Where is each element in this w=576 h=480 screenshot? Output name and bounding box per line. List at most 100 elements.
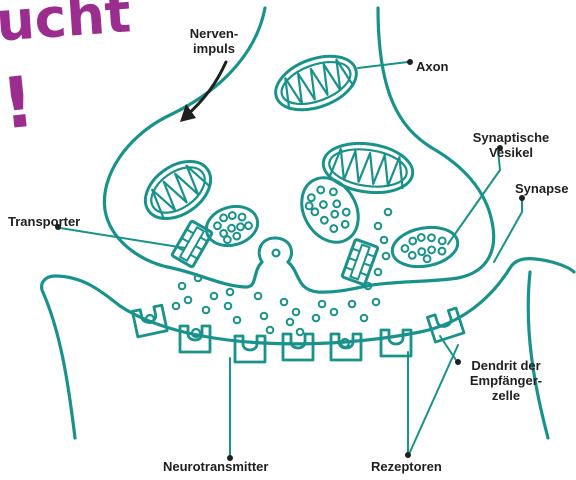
- receptor-outline: [132, 305, 167, 337]
- label-transporter: Transporter: [8, 214, 80, 229]
- vesicle-neurotransmitter: [418, 248, 426, 256]
- vesicle-neurotransmitter: [423, 255, 431, 263]
- vesicle-neurotransmitter: [228, 211, 236, 219]
- vesicle-neurotransmitter: [227, 224, 235, 232]
- synaptic-vesicle-left: [202, 201, 262, 251]
- vesicle-neurotransmitter: [417, 234, 425, 242]
- vesicle-neurotransmitter: [319, 200, 328, 209]
- neurotransmitter: [287, 319, 294, 326]
- transporter-right: [342, 239, 378, 285]
- title-fragment: ucht: [0, 0, 133, 54]
- leader-axon-dot: [407, 59, 413, 65]
- neurotransmitter: [179, 283, 186, 290]
- vesicle-neurotransmitter: [233, 232, 241, 240]
- label-dendrit-line1: Dendrit der: [450, 358, 562, 373]
- neurotransmitter: [267, 327, 274, 334]
- label-vesikel-line2: Vesikel: [456, 145, 566, 160]
- neurotransmitter: [381, 237, 388, 244]
- mitochondrion-left-outer: [135, 150, 222, 231]
- label-vesikel-line1: Synaptische: [456, 130, 566, 145]
- neurotransmitter: [225, 303, 232, 310]
- label-rezeptoren: Rezeptoren: [371, 459, 442, 474]
- neurotransmitter: [319, 301, 326, 308]
- vesicle-neurotransmitter: [428, 234, 436, 242]
- released-neurotransmitter: [273, 250, 280, 257]
- vesicle-neurotransmitter: [316, 185, 325, 194]
- label-dendrit-line2: Empfänger-: [450, 373, 562, 388]
- vesicle-neurotransmitter: [329, 224, 338, 233]
- neurotransmitter: [195, 275, 202, 282]
- neurotransmitter: [255, 293, 262, 300]
- synaptic-vesicle-right-membrane: [389, 223, 461, 272]
- neurotransmitter: [313, 315, 320, 322]
- label-nervenimpuls-line1: Nerven-: [168, 26, 260, 41]
- vesicle-neurotransmitter: [213, 222, 221, 230]
- receptor: [427, 308, 464, 342]
- transporter-left-body: [172, 221, 213, 268]
- neurotransmitter: [349, 301, 356, 308]
- dendrite-right-wall: [528, 272, 548, 438]
- vesicle-neurotransmitter: [236, 223, 244, 231]
- vesicle-neurotransmitter: [341, 220, 350, 229]
- label-nervenimpuls-line2: impuls: [168, 41, 260, 56]
- neurotransmitter: [261, 313, 268, 320]
- receptor-outline: [283, 334, 313, 360]
- mitochondrion-top: [268, 46, 363, 120]
- neurotransmitter: [293, 309, 300, 316]
- vesicle-neurotransmitter: [408, 251, 416, 259]
- vesicle-neurotransmitter: [428, 246, 436, 254]
- vesicle-neurotransmitter: [238, 213, 246, 221]
- vesicle-neurotransmitter: [330, 210, 339, 219]
- vesicle-neurotransmitter: [409, 237, 417, 245]
- dendrite-membrane: [42, 259, 574, 438]
- vesicle-neurotransmitter: [401, 245, 409, 253]
- label-synaptische-vesikel: Synaptische Vesikel: [456, 130, 566, 160]
- nerve-impulse-arrow: [186, 62, 226, 116]
- mitochondrion-top-outer: [268, 46, 363, 120]
- vesicle-neurotransmitter: [244, 222, 252, 230]
- neurotransmitter: [185, 297, 192, 304]
- label-dendrit: Dendrit der Empfänger- zelle: [450, 358, 562, 403]
- transporter-right-body: [342, 239, 378, 285]
- leader-rezeptoren-dot: [405, 452, 411, 458]
- neurotransmitter: [227, 289, 234, 296]
- neurotransmitter: [203, 307, 210, 314]
- vesicle-neurotransmitter: [332, 199, 341, 208]
- neurotransmitter: [234, 317, 241, 324]
- leader-transporter: [60, 228, 185, 248]
- label-synapse: Synapse: [515, 181, 568, 196]
- vesicle-neurotransmitter: [219, 214, 227, 222]
- neurotransmitter: [373, 299, 380, 306]
- neurotransmitter: [297, 329, 304, 336]
- leader-dendrit: [440, 336, 456, 360]
- vesicle-neurotransmitter: [320, 216, 329, 225]
- vesicle-neurotransmitter: [307, 193, 316, 202]
- label-dendrit-line3: zelle: [450, 388, 562, 403]
- mitochondrion-right-cristae: [329, 148, 406, 188]
- label-axon: Axon: [416, 59, 449, 74]
- vesicle-neurotransmitter: [329, 187, 338, 196]
- receptor: [132, 305, 167, 337]
- label-neurotransmitter: Neurotransmitter: [163, 459, 268, 474]
- neurotransmitter: [281, 299, 288, 306]
- transporter-left: [172, 221, 213, 268]
- leader-synapse: [494, 200, 522, 262]
- mitochondrion-left: [135, 150, 222, 231]
- receptor: [283, 334, 313, 360]
- neurotransmitter: [375, 223, 382, 230]
- neurotransmitter: [361, 315, 368, 322]
- neurotransmitter: [211, 293, 218, 300]
- vesicle-neurotransmitter: [438, 237, 446, 245]
- vesicle-neurotransmitter: [438, 247, 446, 255]
- title-fragment-line1: ucht: [0, 0, 133, 54]
- synaptic-vesicle-right: [389, 223, 461, 272]
- neurotransmitter: [331, 309, 338, 316]
- vesicle-neurotransmitter: [223, 235, 231, 243]
- neurotransmitter: [383, 253, 390, 260]
- neurotransmitter: [375, 269, 382, 276]
- label-nervenimpuls: Nerven- impuls: [168, 26, 260, 56]
- neurotransmitter: [385, 209, 392, 216]
- receptor-outline: [427, 308, 464, 342]
